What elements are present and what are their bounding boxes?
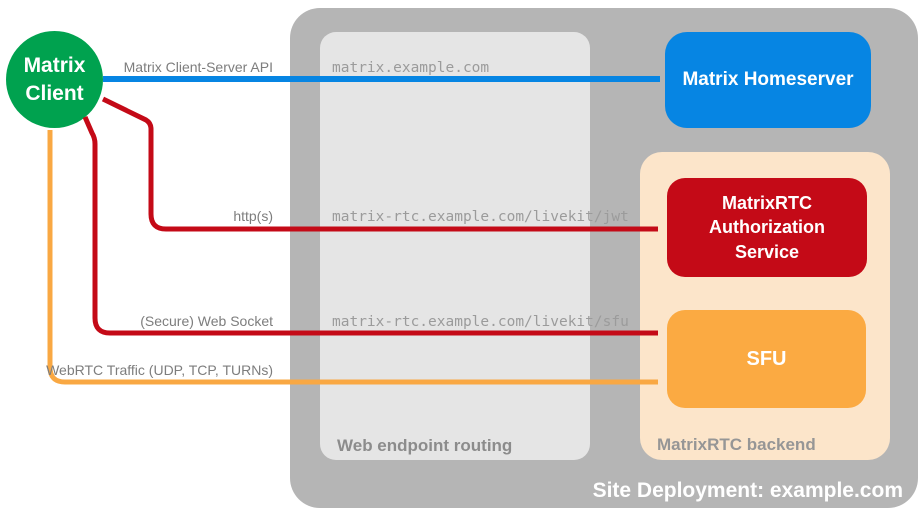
homeserver-endpoint-text: matrix.example.com (332, 60, 490, 76)
matrix-homeserver-node: Matrix Homeserver (665, 32, 871, 128)
matrixrtc-authorization-service-label: MatrixRTC Authorization Service (709, 193, 825, 262)
matrix-homeserver-label: Matrix Homeserver (682, 69, 854, 90)
webrtc-arrow-label: WebRTC Traffic (UDP, TCP, TURNs) (46, 362, 273, 378)
web-endpoint-routing-caption: Web endpoint routing (337, 436, 513, 455)
sfu-label: SFU (746, 347, 787, 370)
jwt-endpoint-text: matrix-rtc.example.com/livekit/jwt (332, 209, 629, 225)
matrix-client-node: Matrix Client (6, 31, 103, 128)
web-endpoint-routing-container (320, 32, 590, 460)
websocket-arrow-label: (Secure) Web Socket (140, 313, 273, 329)
https-arrow-label: http(s) (233, 208, 273, 224)
matrixrtc-backend-caption: MatrixRTC backend (657, 435, 816, 454)
sfu-node: SFU (667, 310, 866, 408)
site-deployment-caption: Site Deployment: example.com (592, 479, 903, 502)
matrixrtc-authorization-service-node: MatrixRTC Authorization Service (667, 178, 867, 277)
client-server-api-arrow-label: Matrix Client-Server API (123, 59, 273, 75)
matrix-client-label: Matrix Client (23, 54, 86, 105)
sfu-endpoint-text: matrix-rtc.example.com/livekit/sfu (332, 314, 629, 330)
